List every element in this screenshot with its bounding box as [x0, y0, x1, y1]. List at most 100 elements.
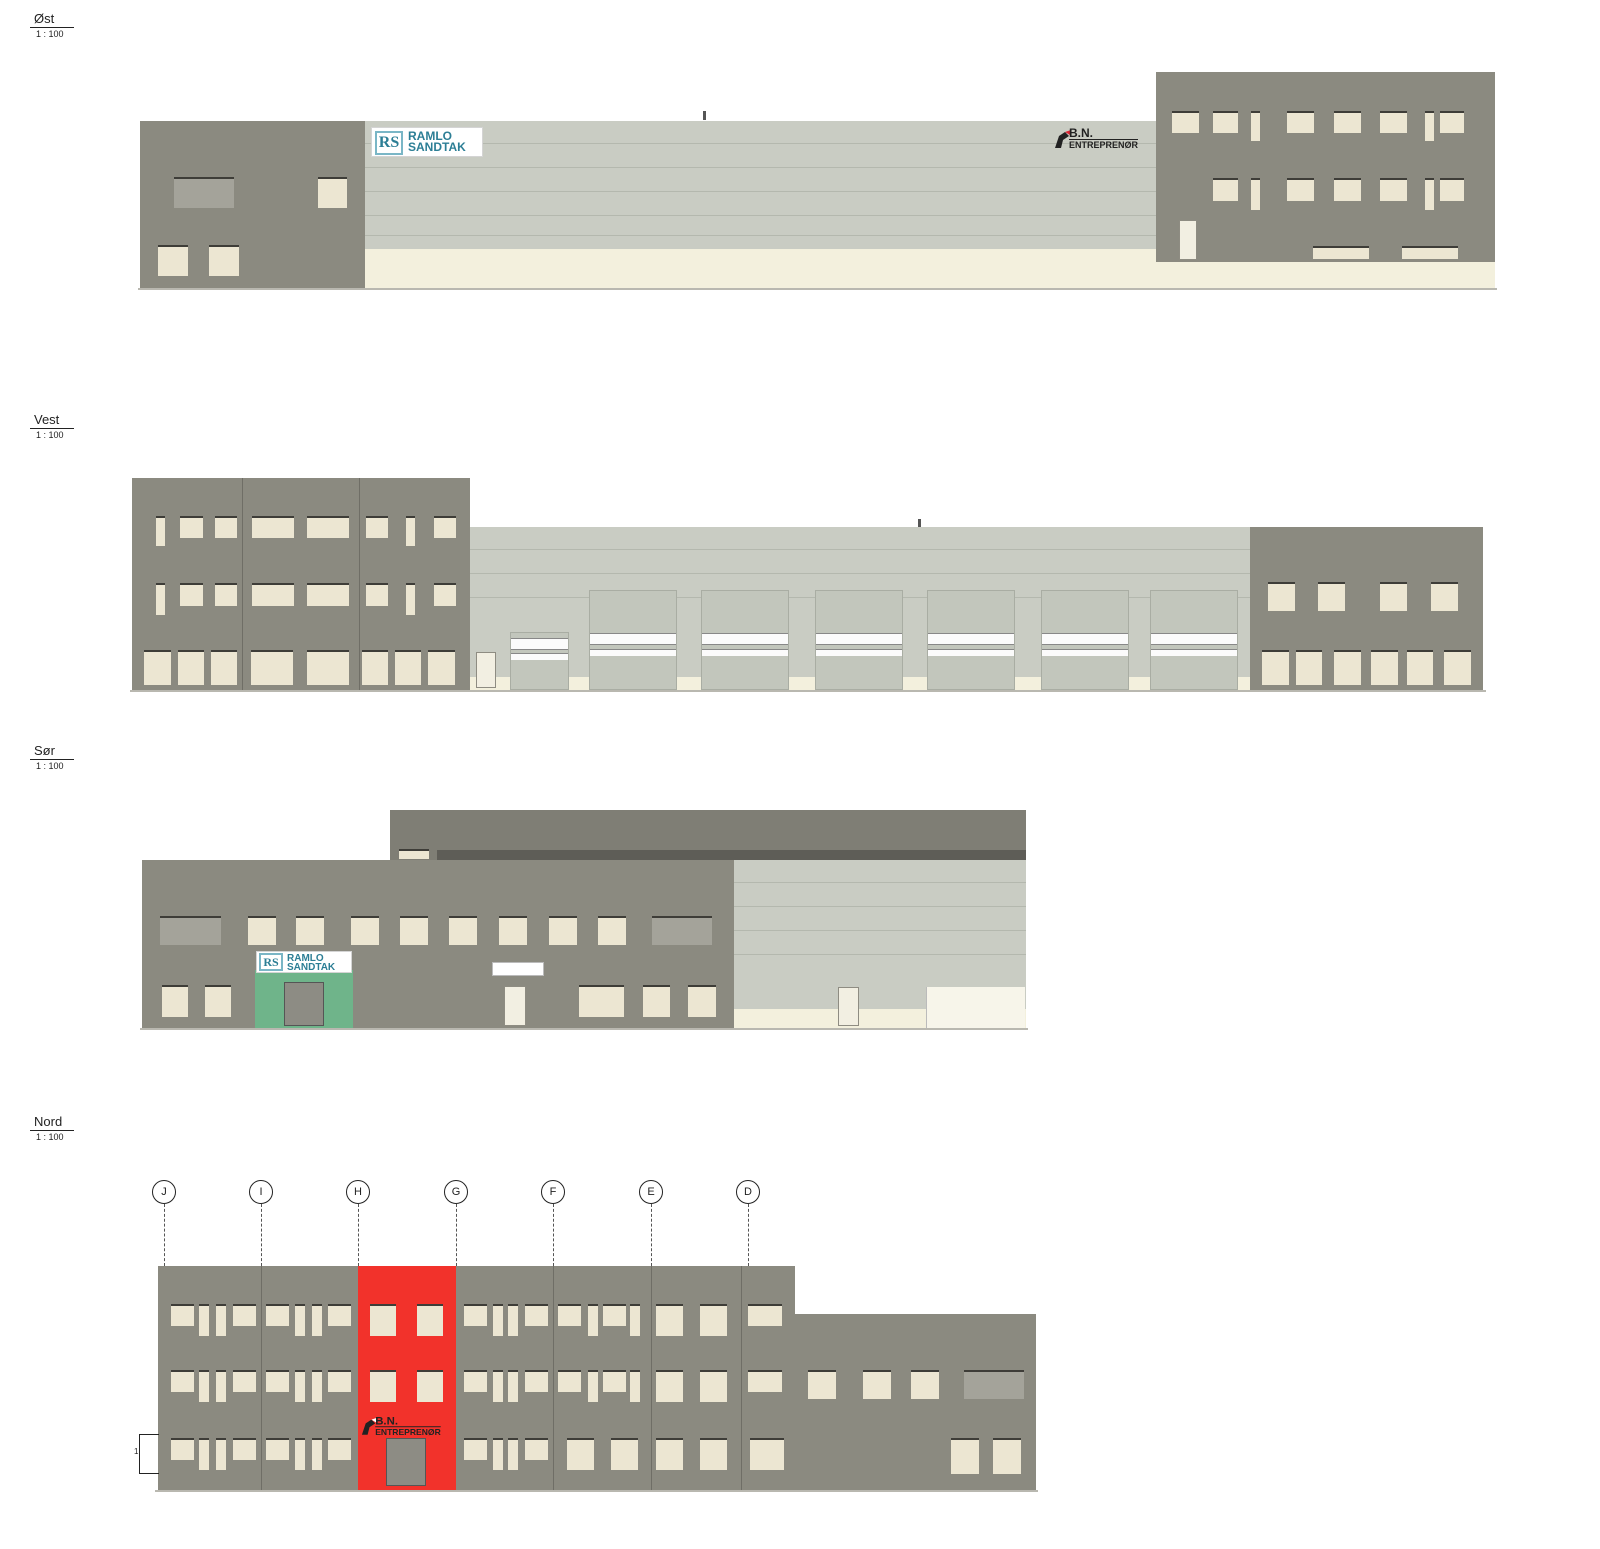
view-label-ost: Øst 1 : 100 — [30, 12, 78, 39]
window — [588, 1304, 598, 1336]
cladding-joint — [365, 235, 1156, 236]
window — [174, 177, 234, 208]
cladding-joint — [734, 930, 1026, 931]
window — [351, 916, 379, 945]
grid-line — [261, 1204, 262, 1266]
grid-line — [748, 1204, 749, 1266]
window — [1402, 246, 1458, 259]
overhead-gate — [1041, 590, 1129, 690]
gate-window-band — [816, 649, 902, 656]
gate-window-band — [1151, 649, 1237, 656]
bn-logo-text: B.N. — [375, 1413, 398, 1428]
window — [171, 1370, 194, 1392]
window — [162, 985, 188, 1017]
grid-bubble-j: J — [152, 1180, 176, 1204]
pilaster-line — [242, 478, 243, 690]
window — [211, 650, 237, 685]
window — [1172, 111, 1199, 133]
window — [603, 1370, 626, 1392]
window — [1287, 178, 1314, 201]
grid-line — [358, 1204, 359, 1266]
window — [1334, 111, 1361, 133]
window — [205, 985, 231, 1017]
window — [549, 916, 577, 945]
window — [295, 1438, 305, 1470]
grid-line — [456, 1204, 457, 1266]
grid-bubble-h: H — [346, 1180, 370, 1204]
cladding-joint — [470, 573, 1250, 574]
window — [233, 1370, 256, 1392]
door — [476, 652, 496, 688]
window — [216, 1370, 226, 1402]
office-plinth — [1156, 262, 1495, 289]
window — [328, 1370, 351, 1392]
view-title: Øst — [34, 11, 55, 26]
window — [216, 1304, 226, 1336]
view-title: Vest — [34, 412, 60, 427]
hall-plinth — [365, 249, 1156, 289]
window — [464, 1438, 487, 1460]
window — [400, 916, 428, 945]
window — [1380, 178, 1407, 201]
window — [406, 583, 415, 615]
gate-window-band — [816, 633, 902, 645]
view-scale: 1 : 100 — [36, 29, 64, 39]
grid-bubble-i: I — [249, 1180, 273, 1204]
view-label-nord: Nord 1 : 100 — [30, 1115, 78, 1142]
ramlo-sign-text: RAMLO SANDTAK — [408, 129, 466, 154]
overhead-gate — [815, 590, 903, 690]
window — [1268, 582, 1295, 611]
pilaster-line — [553, 1266, 554, 1490]
overhead-gate — [510, 632, 569, 690]
cladding-joint — [470, 549, 1250, 550]
level-marker — [139, 1434, 159, 1474]
cladding-joint — [734, 882, 1026, 883]
view-scale: 1 : 100 — [36, 1132, 64, 1142]
window — [493, 1304, 503, 1336]
window — [296, 916, 324, 945]
grid-line — [553, 1204, 554, 1266]
gate-window-band — [511, 653, 568, 660]
office-block-right — [1156, 72, 1495, 262]
window — [951, 1438, 979, 1474]
level-marker-label: 1 — [134, 1447, 139, 1456]
ramlo-sandtak-sign: RS RAMLO SANDTAK — [371, 127, 483, 157]
window — [863, 1370, 891, 1399]
window — [656, 1438, 683, 1470]
roof-edge — [437, 850, 1026, 860]
door — [838, 987, 859, 1026]
window — [493, 1438, 503, 1470]
view-title: Nord — [34, 1114, 63, 1129]
window — [417, 1304, 443, 1336]
window — [630, 1370, 640, 1402]
window — [508, 1370, 518, 1402]
window — [328, 1304, 351, 1326]
pilaster-line — [359, 478, 360, 690]
cladding-joint — [734, 906, 1026, 907]
window — [643, 985, 670, 1017]
window — [449, 916, 477, 945]
window — [1251, 178, 1260, 210]
window — [1371, 650, 1398, 685]
window — [700, 1370, 727, 1402]
window — [750, 1438, 784, 1470]
window — [252, 583, 294, 606]
ramlo-logo-icon: RS — [375, 131, 403, 155]
bn-entreprenor-logo: B.N. ENTREPRENØR — [360, 1412, 451, 1441]
window — [156, 516, 165, 546]
window — [199, 1370, 209, 1402]
window — [209, 245, 239, 276]
ramlo-logo-icon: RS — [259, 953, 283, 971]
grid-line — [164, 1204, 165, 1266]
gate-window-band — [1151, 633, 1237, 645]
view-title-rule — [30, 1130, 74, 1131]
view-title: Sør — [34, 743, 55, 758]
overhead-gate — [701, 590, 789, 690]
window — [160, 916, 221, 945]
elevation-vest — [0, 0, 1600, 720]
window — [307, 650, 349, 685]
window — [215, 516, 237, 538]
grid-bubble-g: G — [444, 1180, 468, 1204]
window — [1440, 111, 1464, 133]
